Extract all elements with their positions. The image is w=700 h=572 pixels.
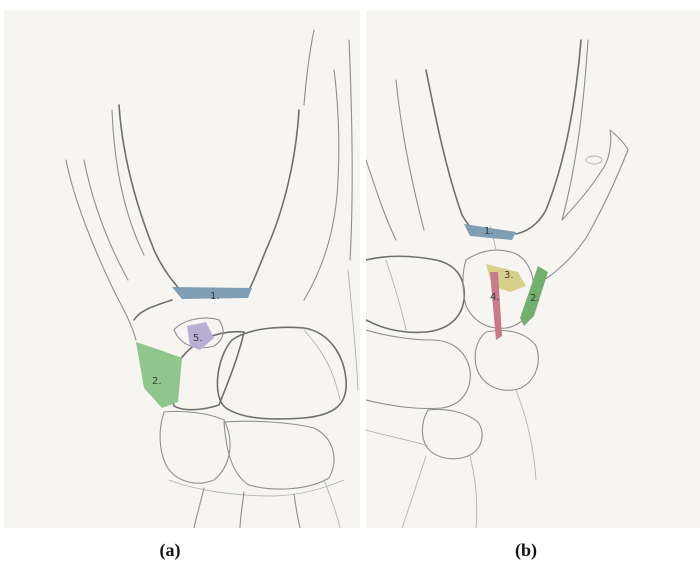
bone-outlines-a [66, 30, 358, 528]
wrist-illustration-a: 1. 5. 2. [4, 10, 360, 528]
caption-a: (a) [140, 540, 200, 561]
wrist-sketch-b: 1. 3. 4. 2. [366, 10, 700, 528]
region-1-a-label: 1. [210, 291, 220, 302]
wrist-illustration-b: 1. 3. 4. 2. [366, 10, 700, 528]
region-5-a-label: 5. [193, 333, 203, 344]
region-3-b-label: 3. [504, 270, 514, 281]
region-1-b-label: 1. [484, 226, 494, 237]
region-4-b-label: 4. [490, 292, 500, 303]
wrist-sketch-a: 1. 5. 2. [4, 10, 360, 528]
caption-b: (b) [496, 540, 556, 561]
region-2-a [136, 342, 182, 408]
region-2-a-label: 2. [152, 376, 162, 387]
region-2-b-label: 2. [530, 293, 540, 304]
